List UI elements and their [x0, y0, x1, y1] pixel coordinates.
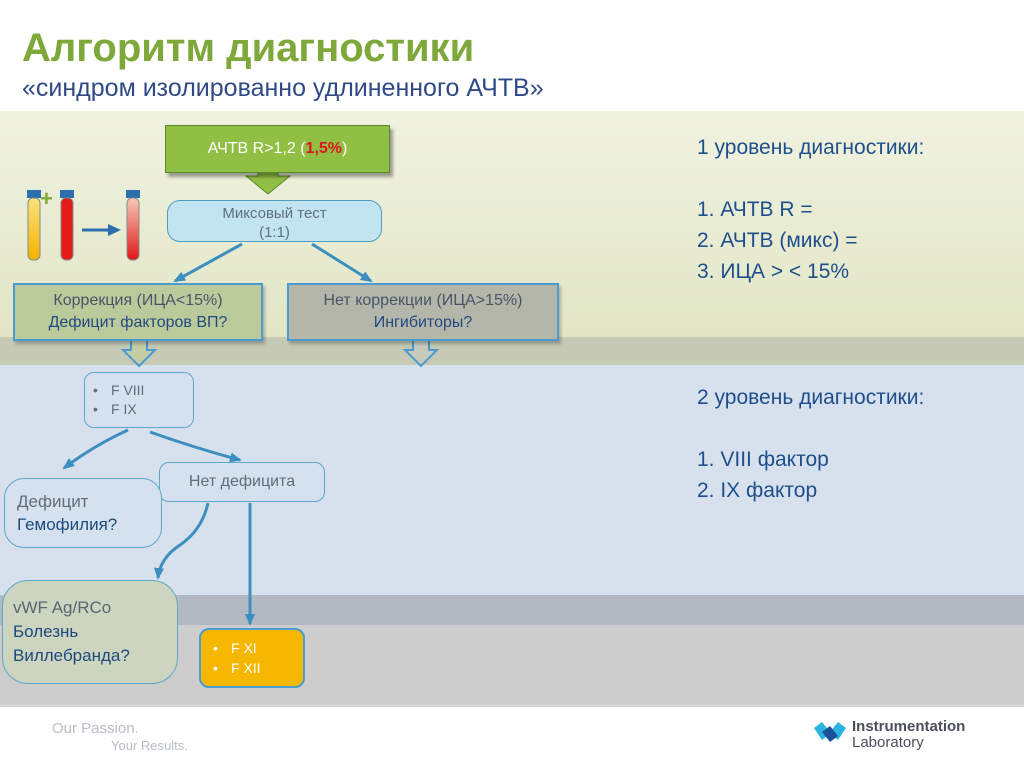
mix-test-ratio: (1:1) [259, 224, 290, 241]
no-correction-question: Ингибиторы? [373, 314, 473, 331]
page-title: Алгоритм диагностики [22, 26, 475, 70]
no-correction-box: Нет коррекции (ИЦА>15%) Ингибиторы? [287, 283, 559, 341]
plus-sign: + [40, 186, 53, 211]
correction-label: Коррекция (ИЦА<15%) [53, 292, 223, 309]
list-item: 1. VIII фактор [697, 448, 829, 471]
apttv-box: АЧТВ R>1,2 (1,5%) [165, 125, 390, 173]
apttv-suffix: ) [342, 140, 348, 157]
list-item: 1. АЧТВ R = [697, 198, 813, 221]
vwf-disease-label: Болезнь [13, 622, 79, 641]
mix-to-nocorrection-arrow [311, 242, 373, 283]
correction-question: Дефицит факторов ВП? [48, 314, 228, 331]
level3-band-bottom [0, 704, 1024, 707]
apttv-highlight: 1,5% [305, 140, 343, 157]
factors-to-deficit-arrow [62, 428, 129, 470]
no-deficit-box: Нет дефицита [159, 462, 325, 502]
correction-box: Коррекция (ИЦА<15%) Дефицит факторов ВП? [13, 283, 263, 341]
level1-band-strip [0, 337, 1024, 365]
logo-line2: Laboratory [852, 734, 924, 751]
mix-test-box: Миксовый тест (1:1) [167, 200, 382, 242]
hemophilia-question: Гемофилия? [17, 515, 118, 534]
factors-xi-xii-box: •F XI •F XII [199, 628, 305, 688]
vwf-question: Виллебранда? [13, 646, 130, 665]
list-item: •F VIII [93, 382, 145, 398]
logo-line1: Instrumentation [852, 718, 966, 735]
vwf-box: vWF Ag/RCo Болезнь Виллебранда? [2, 580, 178, 684]
level2-heading: 2 уровень диагностики: [697, 386, 925, 409]
list-item: 3. ИЦА > < 15% [697, 260, 850, 283]
no-deficit-label: Нет дефицита [188, 473, 296, 490]
level2-description: 2 уровень диагностики: 1. VIII фактор 2.… [697, 382, 924, 506]
tube-red-icon [60, 190, 74, 261]
company-logo-text: Instrumentation Laboratory [852, 719, 965, 751]
instrumentation-laboratory-logo-icon [814, 722, 846, 742]
deficit-label: Дефицит [17, 492, 89, 511]
tube-mixed-icon [126, 190, 140, 261]
footer-passion: Our Passion. [52, 720, 139, 737]
deficit-box: Дефицит Гемофилия? [4, 478, 162, 548]
vwf-test-label: vWF Ag/RCo [13, 598, 112, 617]
page-subtitle: «синдром изолированно удлиненного АЧТВ» [22, 74, 544, 102]
level1-description: 1 уровень диагностики: 1. АЧТВ R = 2. АЧ… [697, 132, 924, 287]
level1-heading: 1 уровень диагностики: [697, 136, 925, 159]
footer-results: Your Results. [111, 738, 188, 753]
nodeficit-to-vwf-arrow [154, 502, 210, 580]
apttv-prefix: АЧТВ R>1,2 ( [207, 140, 306, 157]
tube-yellow-icon [27, 190, 41, 261]
no-correction-label: Нет коррекции (ИЦА>15%) [323, 292, 523, 309]
mix-test-label: Миксовый тест [222, 205, 327, 222]
list-item: •F IX [93, 401, 137, 417]
mix-to-correction-arrow [173, 242, 243, 283]
list-item: 2. АЧТВ (микс) = [697, 229, 858, 252]
tube-arrow-icon [82, 224, 121, 236]
factors-to-nodeficit-arrow [149, 430, 242, 463]
list-item: 2. IX фактор [697, 479, 818, 502]
list-item: •F XI [213, 640, 257, 656]
factors-viii-ix-box: •F VIII •F IX [84, 372, 194, 428]
list-item: •F XII [213, 660, 261, 676]
